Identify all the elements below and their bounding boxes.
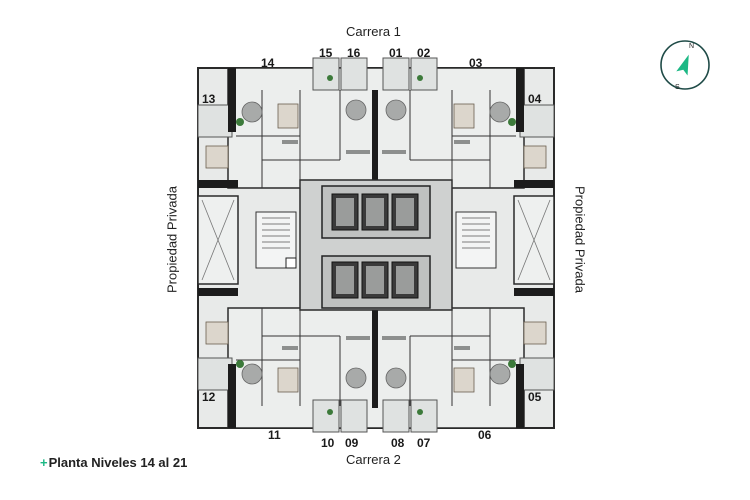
balcony-13 (197, 104, 233, 138)
round-table (241, 101, 263, 123)
plan-title: +Planta Niveles 14 al 21 (40, 455, 187, 470)
plant (508, 118, 516, 126)
wall (228, 68, 236, 132)
plant (417, 75, 423, 81)
bed (523, 321, 547, 345)
plant (236, 360, 244, 368)
bed (205, 145, 229, 169)
round-table (489, 101, 511, 123)
compass-south: S (675, 84, 680, 91)
bed (205, 321, 229, 345)
balcony-07 (410, 399, 438, 433)
round-table (345, 367, 367, 389)
wall (516, 364, 524, 428)
balcony-09 (340, 399, 368, 433)
wall (516, 68, 524, 132)
balcony-08 (382, 399, 410, 433)
round-table (385, 367, 407, 389)
wall (372, 308, 378, 408)
unit-label-14: 14 (261, 56, 275, 70)
street-bottom-label: Carrera 2 (346, 452, 401, 467)
bed (277, 103, 299, 129)
bed (453, 367, 475, 393)
wall (514, 180, 554, 188)
unit-label-09: 09 (345, 436, 359, 450)
side-left-label: Propiedad Privada (164, 186, 180, 293)
round-table (345, 99, 367, 121)
balcony-01 (382, 57, 410, 91)
balcony-16 (340, 57, 368, 91)
unit-label-02: 02 (417, 46, 431, 60)
side-right-label: Propiedad Privada (572, 186, 588, 293)
bed (523, 145, 547, 169)
plant (327, 409, 333, 415)
title-text: Planta Niveles 14 al 21 (48, 455, 188, 470)
unit-label-06: 06 (478, 428, 492, 442)
balcony-10 (312, 399, 340, 433)
balcony-12 (197, 357, 233, 391)
unit-label-16: 16 (347, 46, 361, 60)
round-table (385, 99, 407, 121)
round-table (241, 363, 263, 385)
unit-label-15: 15 (319, 46, 333, 60)
stair-right (455, 211, 497, 269)
stair-left (255, 211, 297, 269)
plant (508, 360, 516, 368)
wall (228, 364, 236, 428)
balcony-04 (519, 104, 555, 138)
unit-label-03: 03 (469, 56, 483, 70)
unit-label-11: 11 (268, 428, 281, 442)
street-top-label: Carrera 1 (346, 24, 401, 39)
title-prefix: + (40, 455, 48, 470)
unit-label-05: 05 (528, 390, 542, 404)
balcony-05 (519, 357, 555, 391)
unit-label-08: 08 (391, 436, 405, 450)
plant (236, 118, 244, 126)
bed (453, 103, 475, 129)
plant (417, 409, 423, 415)
bed (277, 367, 299, 393)
wall (514, 288, 554, 296)
unit-label-12: 12 (202, 390, 216, 404)
balcony-02 (410, 57, 438, 91)
balcony-15 (312, 57, 340, 91)
wall (372, 90, 378, 190)
wall (198, 288, 238, 296)
unit-label-01: 01 (389, 46, 403, 60)
round-table (489, 363, 511, 385)
compass-icon: N S (660, 40, 710, 91)
unit-label-13: 13 (202, 92, 216, 106)
unit-label-04: 04 (528, 92, 542, 106)
unit-label-10: 10 (321, 436, 335, 450)
unit-label-07: 07 (417, 436, 431, 450)
plant (327, 75, 333, 81)
wall (198, 180, 238, 188)
compass-north: N (689, 43, 694, 50)
